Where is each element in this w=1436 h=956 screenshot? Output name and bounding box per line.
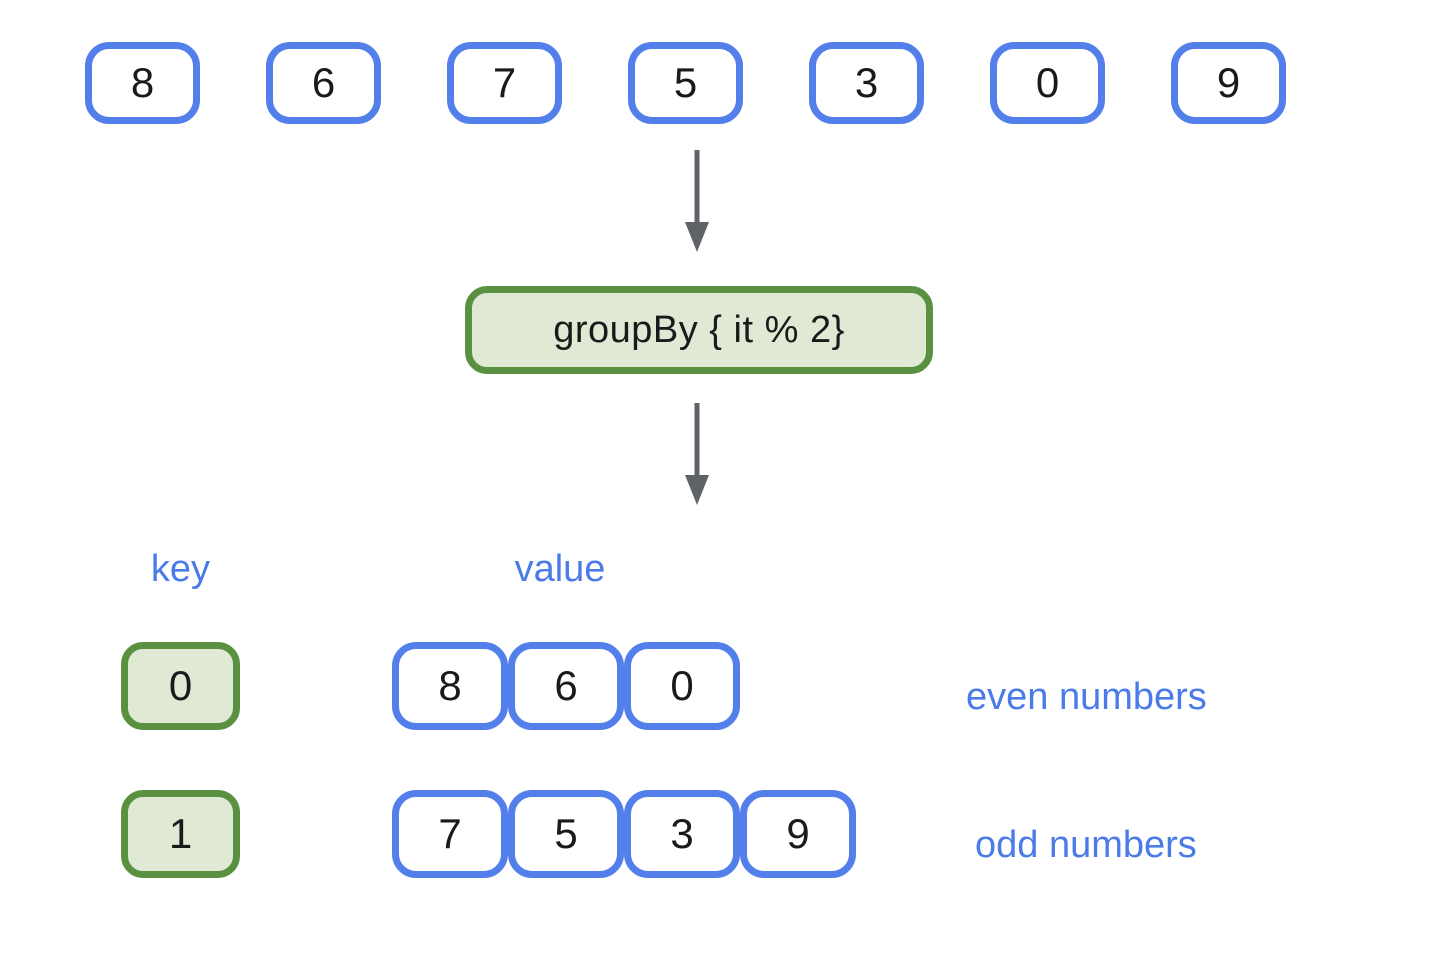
- input-row: 8 6 7 5 3 0 9: [85, 42, 1286, 124]
- arrow-down-icon: [685, 403, 709, 505]
- input-box: 6: [266, 42, 381, 124]
- input-box: 7: [447, 42, 562, 124]
- input-box: 3: [809, 42, 924, 124]
- operation-box: groupBy { it % 2}: [465, 286, 933, 374]
- group-key-box: 1: [121, 790, 240, 878]
- group-key-box: 0: [121, 642, 240, 730]
- group-values-row: 8 6 0: [392, 642, 740, 730]
- value-column-header: value: [514, 548, 606, 590]
- group-annotation: even numbers: [966, 676, 1207, 718]
- input-box: 0: [990, 42, 1105, 124]
- value-box: 3: [624, 790, 740, 878]
- value-box: 9: [740, 790, 856, 878]
- value-box: 5: [508, 790, 624, 878]
- value-box: 0: [624, 642, 740, 730]
- arrow-down-icon: [685, 150, 709, 252]
- group-annotation: odd numbers: [975, 824, 1197, 866]
- input-box: 9: [1171, 42, 1286, 124]
- key-column-header: key: [150, 548, 211, 590]
- value-box: 6: [508, 642, 624, 730]
- input-box: 8: [85, 42, 200, 124]
- value-box: 7: [392, 790, 508, 878]
- input-box: 5: [628, 42, 743, 124]
- group-values-row: 7 5 3 9: [392, 790, 856, 878]
- value-box: 8: [392, 642, 508, 730]
